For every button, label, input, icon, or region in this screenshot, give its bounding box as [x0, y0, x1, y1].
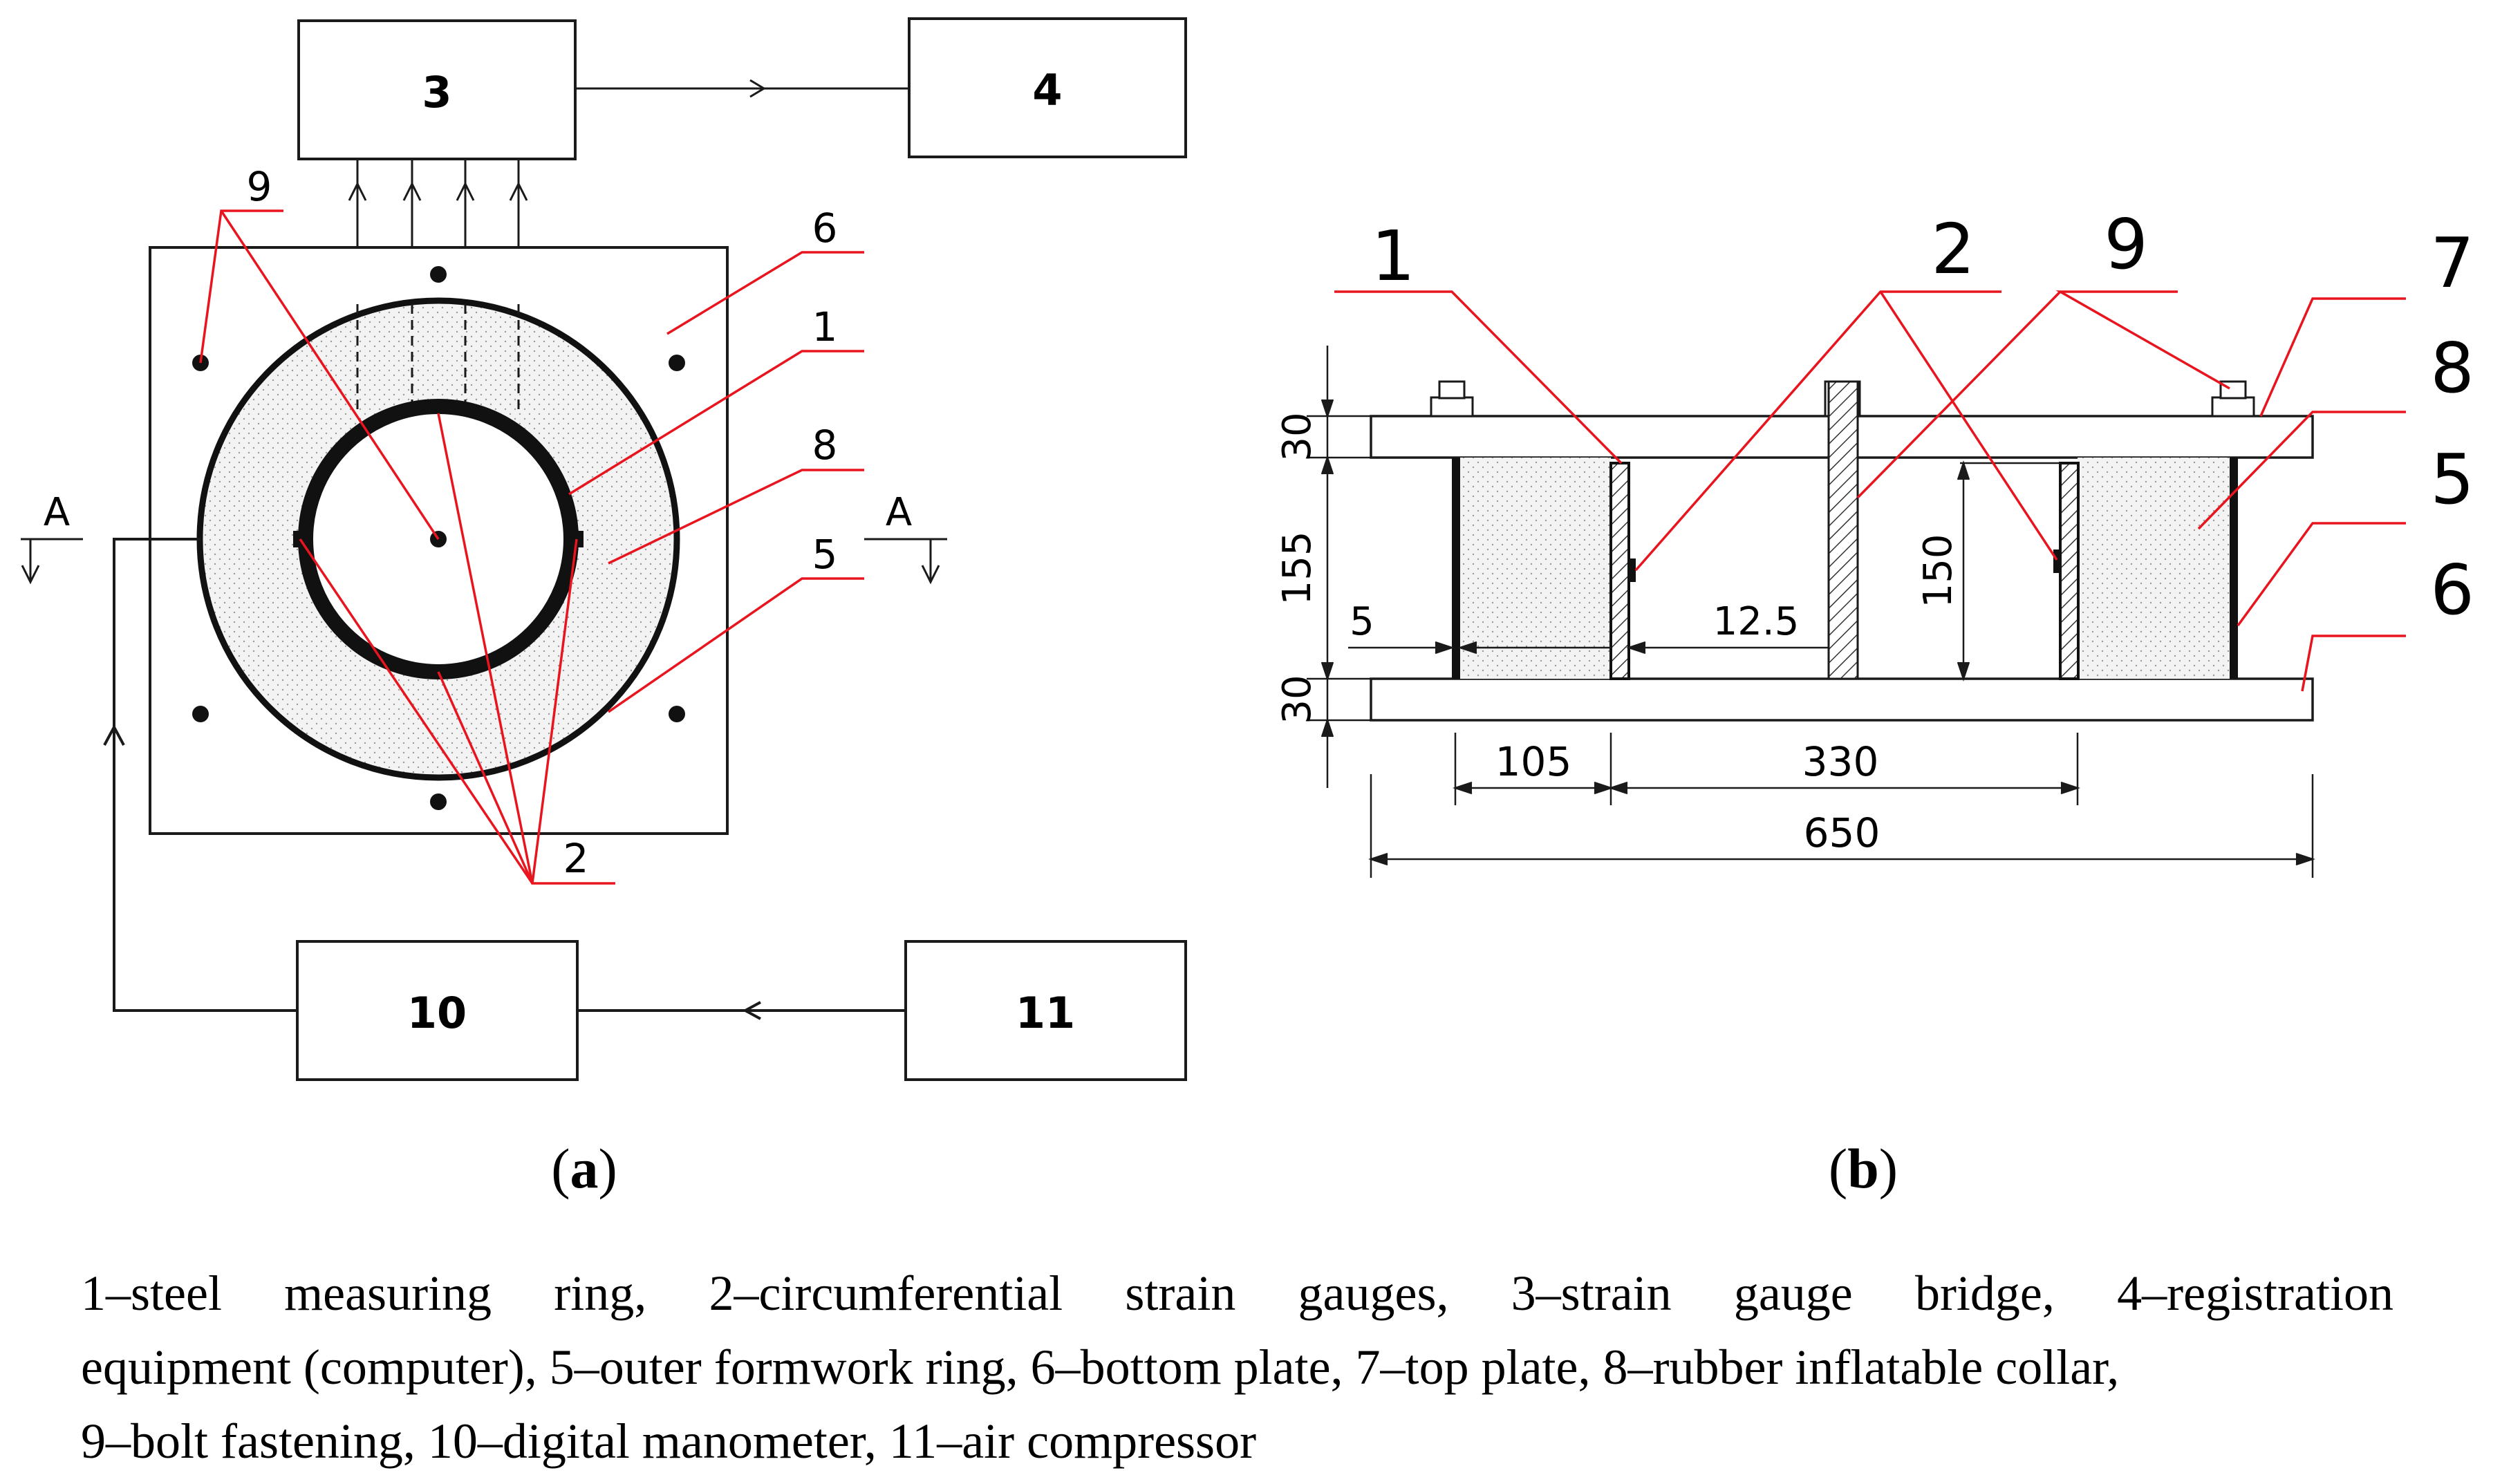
section-mark-left: A: [21, 490, 83, 585]
dim-horizontal-inner: [1348, 641, 1829, 655]
panel-a: 3 4: [21, 17, 1187, 1200]
figure-caption: 1–steel measuring ring, 2–circumferentia…: [81, 1257, 2393, 1478]
svg-text:11: 11: [1016, 988, 1075, 1038]
svg-text:8: 8: [812, 422, 838, 469]
air-line: [103, 538, 906, 1020]
dashed-wire-paths: [356, 304, 520, 415]
svg-text:2: 2: [1931, 209, 1975, 290]
section-mark-right: A: [864, 490, 947, 585]
specimen-right: [2078, 458, 2233, 679]
svg-text:10: 10: [407, 988, 467, 1038]
bottom-plate: [1370, 677, 2314, 722]
box-3: 3: [297, 19, 577, 160]
dim-150: [1957, 460, 2060, 682]
svg-text:9: 9: [247, 163, 272, 210]
gauge-left: [1629, 558, 1636, 582]
measuring-ring-right: [2059, 462, 2080, 680]
svg-text:1: 1: [812, 303, 838, 350]
gauge-right: [2053, 550, 2060, 573]
central-bolt-rod: [1827, 380, 1859, 680]
figure: 3 4: [21, 17, 2474, 1200]
svg-text:330: 330: [1802, 738, 1879, 785]
svg-text:6: 6: [812, 205, 838, 252]
svg-text:2: 2: [563, 835, 589, 882]
svg-text:4: 4: [1032, 65, 1062, 115]
dim-bottom-labels: 105 330 650: [1495, 738, 1880, 856]
caption-line-1: 1–steel measuring ring, 2–circumferentia…: [81, 1266, 2393, 1321]
svg-text:6: 6: [2430, 550, 2474, 630]
caption-line-3: 9–bolt fastening, 10–digital manometer, …: [81, 1413, 1257, 1469]
svg-text:9: 9: [2104, 204, 2148, 285]
svg-text:105: 105: [1495, 738, 1572, 785]
svg-text:155: 155: [1275, 532, 1320, 605]
callouts-b: 1 2 9 7 8 5 6: [1371, 204, 2474, 630]
outer-ring-right: [2230, 458, 2238, 679]
box-10: 10: [296, 940, 579, 1081]
svg-text:5: 5: [2430, 439, 2474, 520]
specimen-left: [1455, 458, 1611, 679]
box-4: 4: [908, 17, 1187, 158]
box-11: 11: [904, 940, 1187, 1081]
callouts-a: 9 6 1 8 5 2: [247, 163, 838, 882]
dim-150-label: 150: [1916, 534, 1961, 608]
svg-text:650: 650: [1804, 809, 1880, 856]
panel-label-b: (b): [1829, 1137, 1898, 1200]
svg-text:5: 5: [812, 531, 838, 578]
dim-vertical-labels: 30 155 30: [1275, 412, 1320, 724]
svg-text:A: A: [886, 490, 912, 535]
svg-text:8: 8: [2430, 328, 2474, 408]
svg-text:7: 7: [2430, 223, 2474, 303]
svg-text:30: 30: [1275, 675, 1320, 724]
panel-label-a: (a): [551, 1137, 617, 1200]
leaders-a: [199, 209, 864, 885]
measuring-ring-left: [1609, 462, 1630, 680]
caption-line-2: equipment (computer), 5–outer formwork r…: [81, 1340, 2120, 1395]
dim-5-label: 5: [1350, 599, 1374, 644]
svg-text:A: A: [44, 490, 70, 535]
dim-12-5-label: 12.5: [1713, 599, 1800, 644]
svg-text:30: 30: [1275, 412, 1320, 461]
arrowhead-3-to-4: [749, 79, 766, 98]
svg-text:3: 3: [422, 67, 451, 118]
svg-text:1: 1: [1371, 216, 1415, 297]
dim-vertical-left: [1307, 346, 1371, 788]
panel-b: 30 155 30 150 5 12.5: [1275, 204, 2474, 1200]
leaders-b: [1334, 290, 2406, 692]
dim-horizontal-bottom: [1368, 733, 2315, 878]
outer-ring-left: [1452, 458, 1460, 679]
